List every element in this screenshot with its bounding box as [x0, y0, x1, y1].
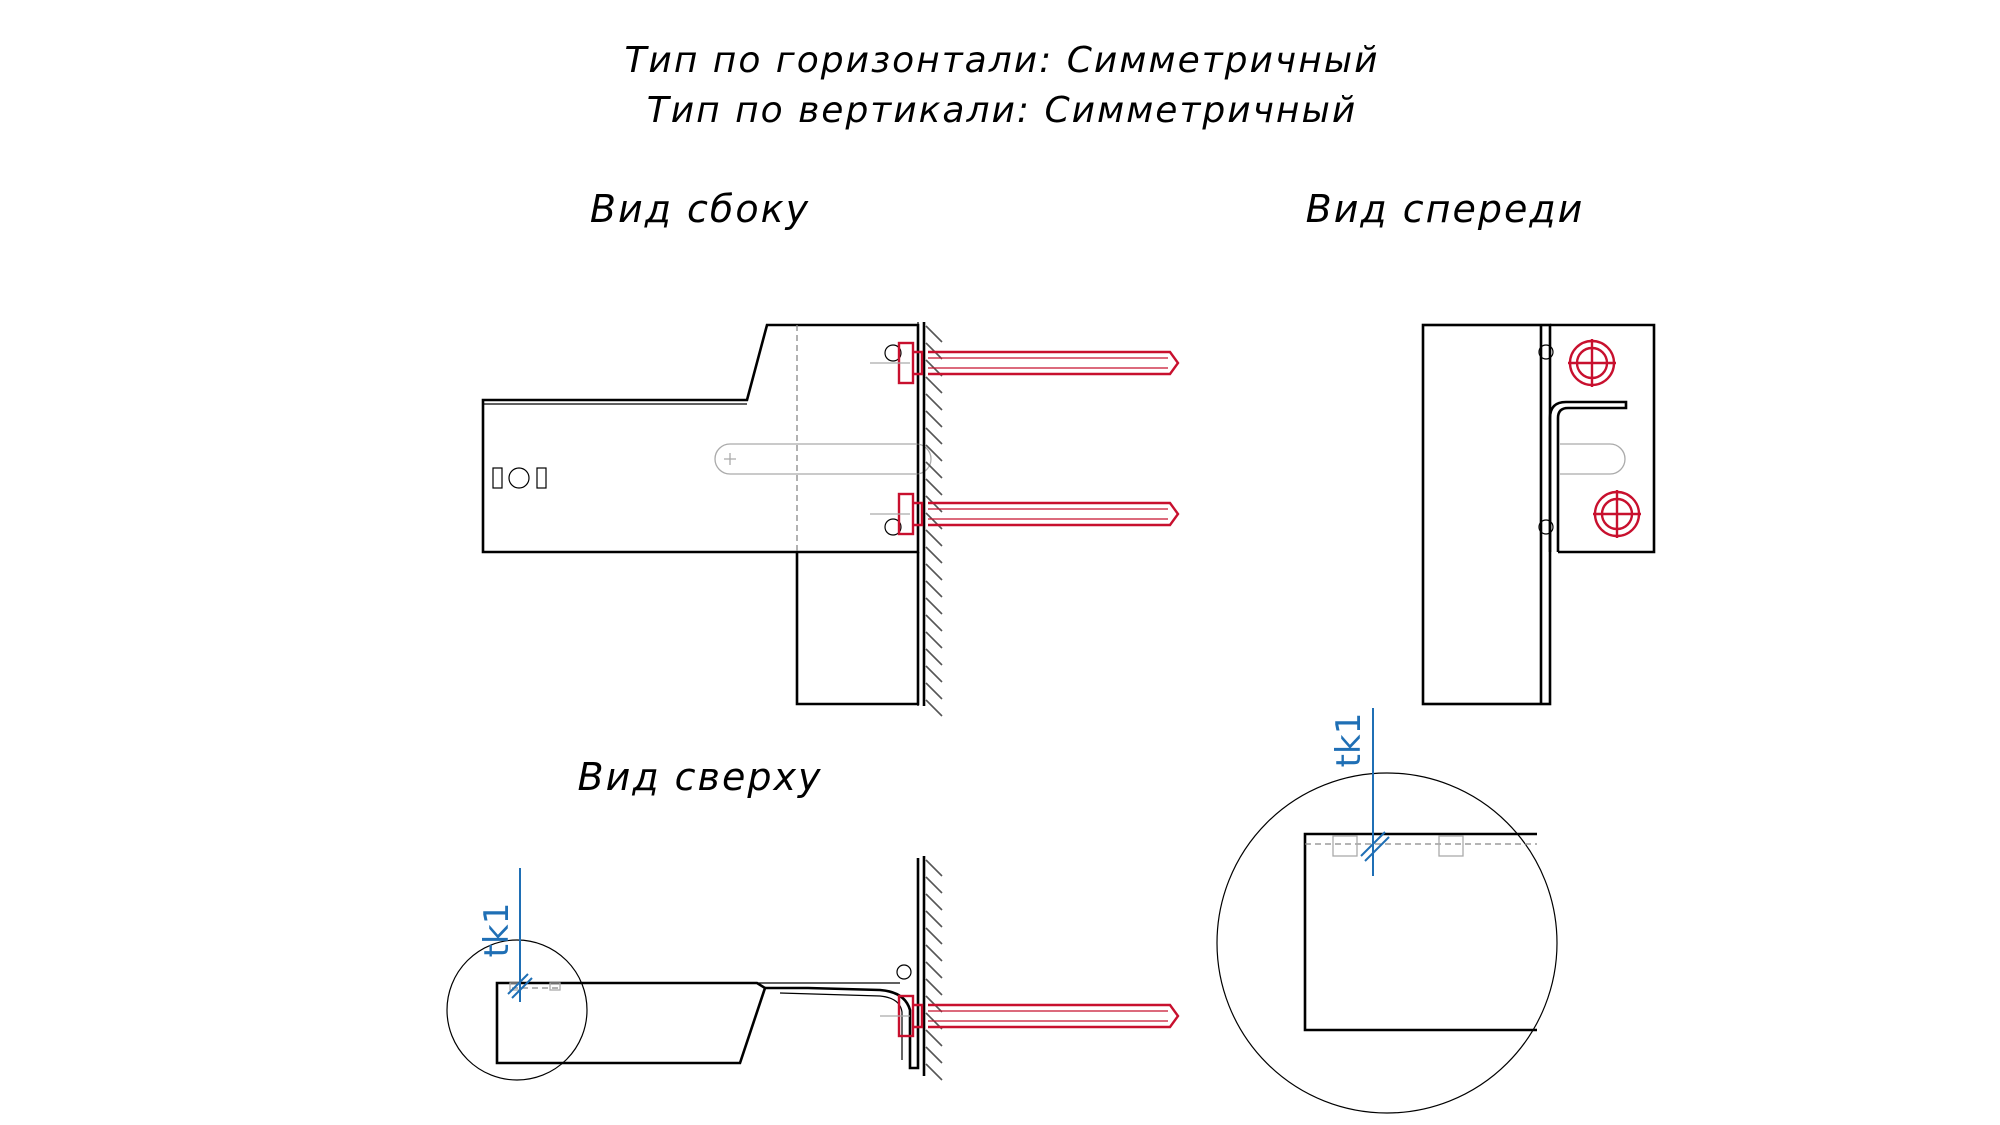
- wall-hatch-stroke: [925, 580, 943, 598]
- wall-hatch-stroke: [925, 665, 943, 683]
- wall-hatch-stroke: [925, 325, 943, 343]
- top-angle-profile: [765, 858, 920, 1070]
- top-wall-hatch: [925, 859, 943, 1081]
- wall-hatch-stroke: [925, 410, 943, 428]
- wall-hatch-stroke: [925, 961, 943, 979]
- wall-hatch-stroke: [925, 631, 943, 649]
- header-vertical-type: Тип по вертикали: Симметричный: [647, 90, 1358, 131]
- wall-hatch-stroke: [925, 1046, 943, 1064]
- detail-weld-a: [1332, 835, 1358, 857]
- front-slot: [1560, 443, 1626, 475]
- front-angle-profile: [1548, 400, 1628, 552]
- top-bracket-outline: [495, 981, 767, 1065]
- top-view-title: Вид сверху: [578, 755, 823, 799]
- wall-hatch-stroke: [925, 893, 943, 911]
- side-nut-upper: [884, 344, 902, 362]
- wall-hatch-stroke: [925, 1029, 943, 1047]
- front-plate-left: [1421, 323, 1552, 706]
- wall-hatch-stroke: [925, 461, 943, 479]
- front-bolt-head-lower: [1593, 490, 1641, 538]
- front-view: [1421, 323, 1656, 706]
- wall-hatch-stroke: [925, 546, 943, 564]
- side-lower-profile: [795, 552, 920, 706]
- front-view-title: Вид спереди: [1306, 187, 1585, 231]
- wall-hatch-stroke: [925, 927, 943, 945]
- detail-plate-outline: [1303, 832, 1537, 1032]
- side-bracket-outline: [481, 323, 920, 554]
- wall-hatch-stroke: [925, 427, 943, 445]
- wall-hatch-stroke: [925, 512, 943, 530]
- side-slot: [714, 443, 932, 475]
- side-wall-hatch: [925, 325, 943, 717]
- top-weld-label: tk1: [477, 903, 517, 958]
- front-nut-upper: [1538, 344, 1554, 360]
- wall-hatch-stroke: [925, 978, 943, 996]
- header-horizontal-type: Тип по горизонтали: Симметричный: [624, 40, 1379, 81]
- detail-weld-b: [1438, 835, 1464, 857]
- wall-hatch-stroke: [925, 859, 943, 877]
- detail-circle: [1216, 772, 1558, 1114]
- wall-hatch-stroke: [925, 682, 943, 700]
- side-view-title: Вид сбоку: [590, 187, 810, 231]
- front-bolt-head-upper: [1568, 339, 1616, 387]
- front-nut-lower: [1538, 519, 1554, 535]
- slot-center-mark: [724, 453, 736, 465]
- wall-hatch-stroke: [925, 444, 943, 462]
- wall-hatch-stroke: [925, 614, 943, 632]
- wall-hatch-stroke: [925, 648, 943, 666]
- anchor-bolt-lower: [870, 492, 1180, 536]
- top-angle-inner: [779, 992, 903, 1060]
- top-weld-b: [549, 982, 561, 991]
- wall-hatch-stroke: [925, 910, 943, 928]
- wall-hatch-stroke: [925, 1063, 943, 1081]
- wall-hatch-stroke: [925, 563, 943, 581]
- wall-hatch-stroke: [925, 699, 943, 717]
- wall-hatch-stroke: [925, 478, 943, 496]
- side-view: [481, 322, 1180, 717]
- front-plate-right: [1550, 323, 1656, 554]
- detail-weld-tick: [1360, 831, 1390, 862]
- top-detail-circle: [446, 939, 588, 1081]
- side-nut-lower: [884, 518, 902, 536]
- detail-weld-label: tk1: [1329, 713, 1369, 768]
- wall-hatch-stroke: [925, 597, 943, 615]
- wall-hatch-stroke: [925, 393, 943, 411]
- wall-hatch-stroke: [925, 944, 943, 962]
- detail-view: tk1: [1216, 708, 1558, 1114]
- rivet-symbol: [492, 467, 547, 489]
- wall-hatch-stroke: [925, 876, 943, 894]
- wall-hatch-stroke: [925, 529, 943, 547]
- wall-hatch-stroke: [925, 376, 943, 394]
- top-nut: [896, 964, 912, 980]
- top-view: tk1: [446, 856, 1180, 1081]
- anchor-bolt-upper: [870, 341, 1180, 385]
- top-anchor-bolt: [880, 994, 1180, 1038]
- top-weld-tick: [507, 973, 533, 999]
